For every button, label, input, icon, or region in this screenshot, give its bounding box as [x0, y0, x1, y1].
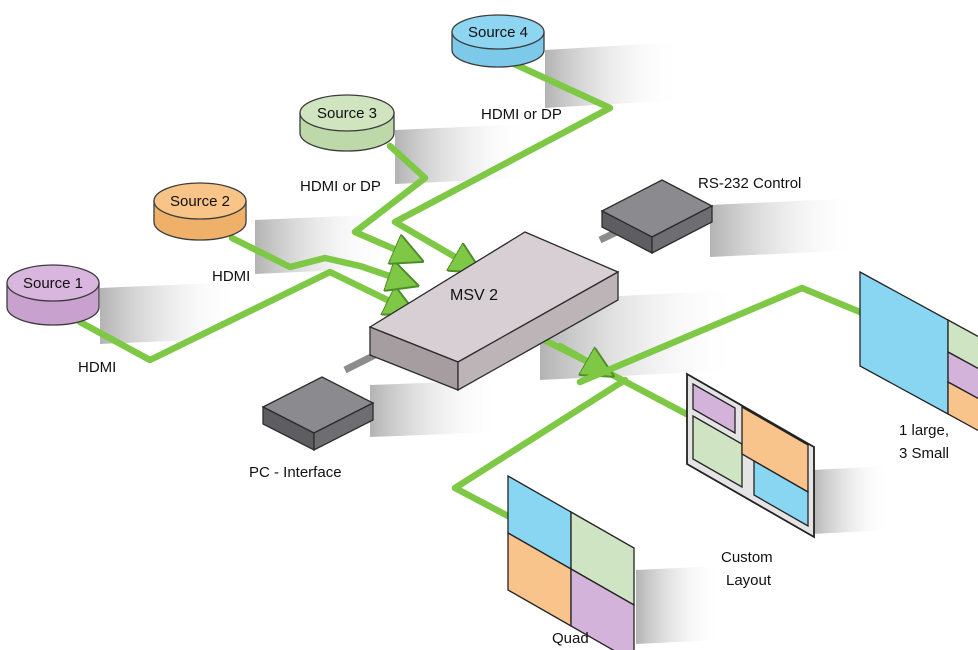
large-layout-label-1: 1 large,	[899, 422, 949, 439]
display-quad[interactable]	[507, 474, 635, 650]
cable-source4	[391, 58, 614, 268]
cable-output-quad	[451, 376, 629, 520]
cable-label-source3: HDMI or DP	[300, 178, 381, 195]
custom-layout-label-2: Layout	[726, 572, 772, 589]
large-layout-label-2: 3 Small	[899, 445, 949, 462]
pc-interface-box[interactable]	[261, 376, 375, 452]
source-4[interactable]: Source 4	[451, 14, 545, 68]
cable-source2	[228, 234, 410, 283]
custom-layout-label-1: Custom	[721, 549, 773, 566]
cable-source1	[76, 268, 408, 364]
msv2-switcher[interactable]	[368, 231, 620, 392]
source2-label: Source 2	[170, 193, 230, 210]
source-2[interactable]: Source 2	[153, 182, 247, 241]
display-1-large-3-small[interactable]	[859, 270, 978, 437]
cable-output-arrow	[556, 342, 606, 372]
quad-label: Quad	[552, 630, 589, 647]
switcher-label: MSV 2	[450, 287, 498, 304]
pc-interface-label: PC - Interface	[249, 464, 342, 481]
labels: HDMI or DP HDMI or DP HDMI HDMI MSV 2 RS…	[78, 106, 949, 647]
cable-label-source4: HDMI or DP	[481, 106, 562, 123]
control-label: RS-232 Control	[698, 175, 801, 192]
cable-output-large	[576, 284, 864, 386]
source3-label: Source 3	[317, 105, 377, 122]
source-3[interactable]: Source 3	[299, 94, 395, 152]
source4-label: Source 4	[468, 24, 528, 41]
cables	[76, 58, 864, 520]
source-1[interactable]: Source 1	[6, 264, 100, 326]
display-custom-layout[interactable]	[686, 372, 815, 539]
cable-source3	[351, 142, 429, 258]
cable-label-source2: HDMI	[212, 268, 250, 285]
shadows	[100, 42, 890, 644]
rs232-control-box[interactable]	[600, 179, 714, 255]
cable-label-source1: HDMI	[78, 359, 116, 376]
source1-label: Source 1	[23, 275, 83, 292]
